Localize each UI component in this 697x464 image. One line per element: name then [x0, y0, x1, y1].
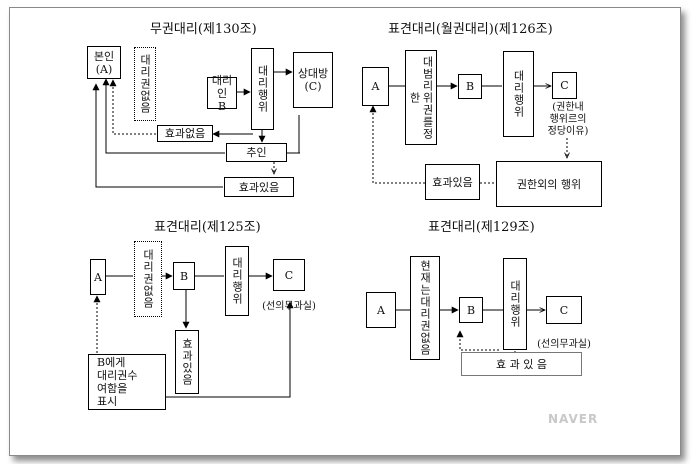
agency-act-box: 대리행위	[225, 246, 249, 316]
outside-authority-act-box: 권한외의 행위	[496, 161, 602, 207]
naver-watermark: NAVER	[548, 412, 599, 426]
agency-act-box: 대리행위	[503, 51, 534, 137]
agent-b-box: 대리인 B	[207, 74, 237, 113]
authority-notice-box: B에게 대리권수 여함을 표시	[88, 354, 166, 410]
good-faith-note: (선의무과실)	[262, 301, 316, 312]
counterparty-c-box: C	[546, 296, 582, 324]
extinct-authority-box: 현재는대리권없음	[410, 256, 440, 360]
has-effect-box: 효과있음	[425, 164, 480, 200]
counterparty-c-box: C	[552, 72, 577, 99]
justified-reason-note: (권한내 행위르의 정당이유)	[547, 102, 589, 137]
counterparty-c-box: C	[273, 259, 305, 291]
no-effect-box: 효과없음	[157, 125, 213, 142]
basic-authority-box: 대범리위권를정한	[405, 50, 437, 145]
agent-b-box: B	[459, 297, 483, 323]
diagram-129-title: 표견대리(제129조)	[428, 220, 535, 235]
principal-a-box: A	[366, 292, 396, 328]
principal-a-box: A	[362, 67, 389, 106]
counterparty-c-box: 상대방 (C)	[293, 52, 333, 108]
no-authority-box: 대리권없음	[134, 241, 162, 317]
good-faith-note: (선의무과실)	[537, 339, 591, 350]
ratification-box: 추인	[226, 143, 287, 162]
no-authority-box: 대리권없음	[134, 47, 156, 121]
has-effect-box: 효과있음	[224, 177, 294, 197]
agency-act-box: 대리행위	[503, 258, 527, 350]
has-effect-box: 효 과 있 음	[461, 352, 582, 376]
has-effect-box: 효과있음	[175, 330, 199, 394]
diagram-130-title: 무권대리(제130조)	[150, 22, 257, 37]
diagram-126-title: 표견대리(월권대리)(제126조)	[388, 22, 553, 37]
agency-act-box: 대리행위	[251, 48, 274, 130]
principal-a-box: 본인 (A)	[87, 46, 121, 79]
agent-b-box: B	[173, 262, 195, 290]
diagram-125-title: 표견대리(제125조)	[154, 220, 261, 235]
principal-a-box: A	[90, 259, 106, 295]
agent-b-box: B	[458, 74, 482, 99]
